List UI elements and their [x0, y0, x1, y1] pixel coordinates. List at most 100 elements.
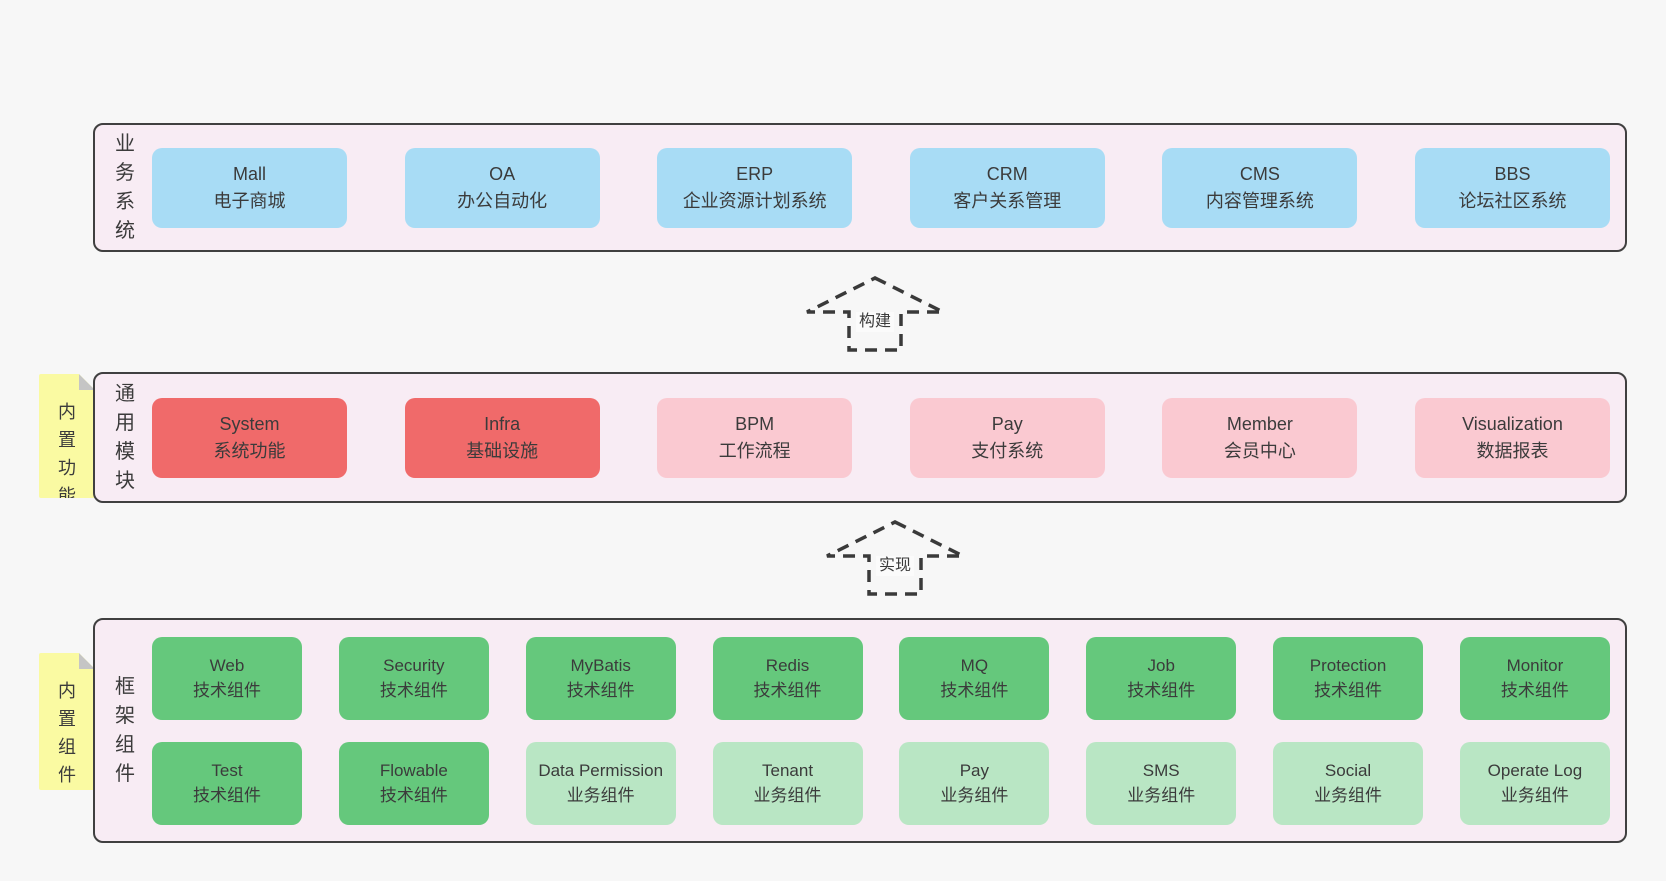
box-title: MQ	[960, 656, 989, 675]
layer-label: 框架组件	[115, 675, 135, 785]
box-pay-component: Pay 业务组件	[899, 741, 1050, 825]
box-flowable: Flowable 技术组件	[338, 741, 489, 825]
arrow-build: 构建	[805, 276, 945, 352]
box-title: MyBatis	[570, 656, 631, 675]
arrow-label: 构建	[855, 312, 895, 332]
box-subtitle: 业务组件	[1500, 786, 1569, 805]
box-title: Pay	[959, 761, 990, 780]
layer-common-modules: 通用模块 System 系统功能 Infra 基础设施 BPM 工作流程 Pay…	[93, 372, 1627, 503]
box-title: OA	[489, 163, 516, 184]
box-subtitle: 企业资源计划系统	[682, 190, 827, 211]
box-mq: MQ 技术组件	[899, 636, 1050, 720]
box-title: Web	[209, 656, 245, 675]
box-title: System	[219, 413, 280, 434]
sticky-note-built-in-features: 内置功能	[39, 374, 95, 498]
box-title: Job	[1147, 656, 1175, 675]
box-subtitle: 系统功能	[213, 440, 286, 461]
box-monitor: Monitor 技术组件	[1459, 636, 1610, 720]
box-title: Redis	[765, 656, 810, 675]
box-title: SMS	[1142, 761, 1180, 780]
box-title: Infra	[484, 413, 521, 434]
box-subtitle: 技术组件	[1314, 681, 1383, 700]
arrow-label: 实现	[875, 556, 915, 576]
box-subtitle: 电子商城	[213, 190, 286, 211]
box-tenant: Tenant 业务组件	[712, 741, 863, 825]
box-title: Operate Log	[1487, 761, 1583, 780]
box-subtitle: 会员中心	[1223, 440, 1296, 461]
box-title: Data Permission	[538, 761, 664, 780]
box-job: Job 技术组件	[1086, 636, 1237, 720]
box-subtitle: 支付系统	[971, 440, 1044, 461]
box-title: Social	[1324, 761, 1372, 780]
box-mybatis: MyBatis 技术组件	[525, 636, 676, 720]
box-subtitle: 业务组件	[1314, 786, 1383, 805]
arrow-implement: 实现	[825, 520, 965, 596]
framework-boxes: Web 技术组件 Security 技术组件 MyBatis 技术组件 Redi…	[152, 620, 1610, 841]
box-title: Flowable	[379, 761, 448, 780]
layer-business-systems: 业务系统 Mall 电子商城 OA 办公自动化 ERP 企业资源计划系统 CRM…	[93, 123, 1627, 252]
sticky-note-text: 内置功能	[58, 402, 76, 506]
box-subtitle: 业务组件	[1127, 786, 1196, 805]
box-subtitle: 业务组件	[940, 786, 1009, 805]
box-title: Test	[211, 761, 243, 780]
box-subtitle: 数据报表	[1476, 440, 1549, 461]
box-title: Member	[1226, 413, 1293, 434]
box-subtitle: 技术组件	[193, 681, 261, 700]
box-subtitle: 技术组件	[753, 681, 822, 700]
up-arrow-icon	[826, 520, 964, 596]
business-boxes: Mall 电子商城 OA 办公自动化 ERP 企业资源计划系统 CRM 客户关系…	[152, 125, 1610, 250]
box-title: BPM	[735, 413, 775, 434]
box-redis: Redis 技术组件	[712, 636, 863, 720]
box-subtitle: 业务组件	[753, 786, 822, 805]
framework-row-1: Web 技术组件 Security 技术组件 MyBatis 技术组件 Redi…	[152, 636, 1610, 720]
sticky-note-text: 内置组件	[58, 681, 76, 785]
box-sms: SMS 业务组件	[1086, 741, 1237, 825]
box-bbs: BBS 论坛社区系统	[1414, 147, 1610, 228]
box-title: Monitor	[1506, 656, 1564, 675]
box-bpm: BPM 工作流程	[657, 397, 853, 478]
box-subtitle: 技术组件	[379, 786, 448, 805]
box-operate-log: Operate Log 业务组件	[1459, 741, 1610, 825]
box-subtitle: 技术组件	[1127, 681, 1196, 700]
box-oa: OA 办公自动化	[404, 147, 600, 228]
box-system: System 系统功能	[152, 397, 347, 478]
box-subtitle: 基础设施	[466, 440, 539, 461]
box-subtitle: 办公自动化	[457, 190, 548, 211]
box-title: Pay	[991, 413, 1023, 434]
box-web: Web 技术组件	[152, 636, 302, 720]
box-title: Security	[383, 656, 445, 675]
module-boxes: System 系统功能 Infra 基础设施 BPM 工作流程 Pay 支付系统…	[152, 374, 1610, 501]
box-erp: ERP 企业资源计划系统	[657, 147, 853, 228]
box-subtitle: 技术组件	[940, 681, 1009, 700]
box-member: Member 会员中心	[1162, 397, 1358, 478]
box-title: CRM	[986, 163, 1028, 184]
box-subtitle: 内容管理系统	[1205, 190, 1314, 211]
box-title: Visualization	[1462, 413, 1563, 434]
box-pay-system: Pay 支付系统	[909, 397, 1105, 478]
box-test: Test 技术组件	[152, 741, 302, 825]
box-social: Social 业务组件	[1273, 741, 1424, 825]
box-subtitle: 技术组件	[1500, 681, 1569, 700]
box-subtitle: 论坛社区系统	[1458, 190, 1567, 211]
box-subtitle: 技术组件	[566, 681, 635, 700]
box-protection: Protection 技术组件	[1273, 636, 1424, 720]
box-subtitle: 技术组件	[379, 681, 448, 700]
sticky-note-built-in-components: 内置组件	[39, 653, 95, 790]
box-security: Security 技术组件	[338, 636, 489, 720]
layer-label: 通用模块	[115, 382, 135, 492]
box-title: CMS	[1239, 163, 1280, 184]
up-arrow-icon	[806, 276, 944, 352]
box-crm: CRM 客户关系管理	[909, 147, 1105, 228]
box-infra: Infra 基础设施	[404, 397, 600, 478]
box-subtitle: 技术组件	[193, 786, 261, 805]
box-cms: CMS 内容管理系统	[1162, 147, 1358, 228]
box-data-permission: Data Permission 业务组件	[525, 741, 676, 825]
box-title: Protection	[1309, 656, 1387, 675]
layer-framework-components: 框架组件 Web 技术组件 Security 技术组件 MyBatis 技术组件…	[93, 618, 1627, 843]
box-title: BBS	[1494, 163, 1531, 184]
box-title: ERP	[736, 163, 774, 184]
box-subtitle: 工作流程	[718, 440, 791, 461]
box-subtitle: 客户关系管理	[953, 190, 1062, 211]
box-title: Tenant	[762, 761, 814, 780]
